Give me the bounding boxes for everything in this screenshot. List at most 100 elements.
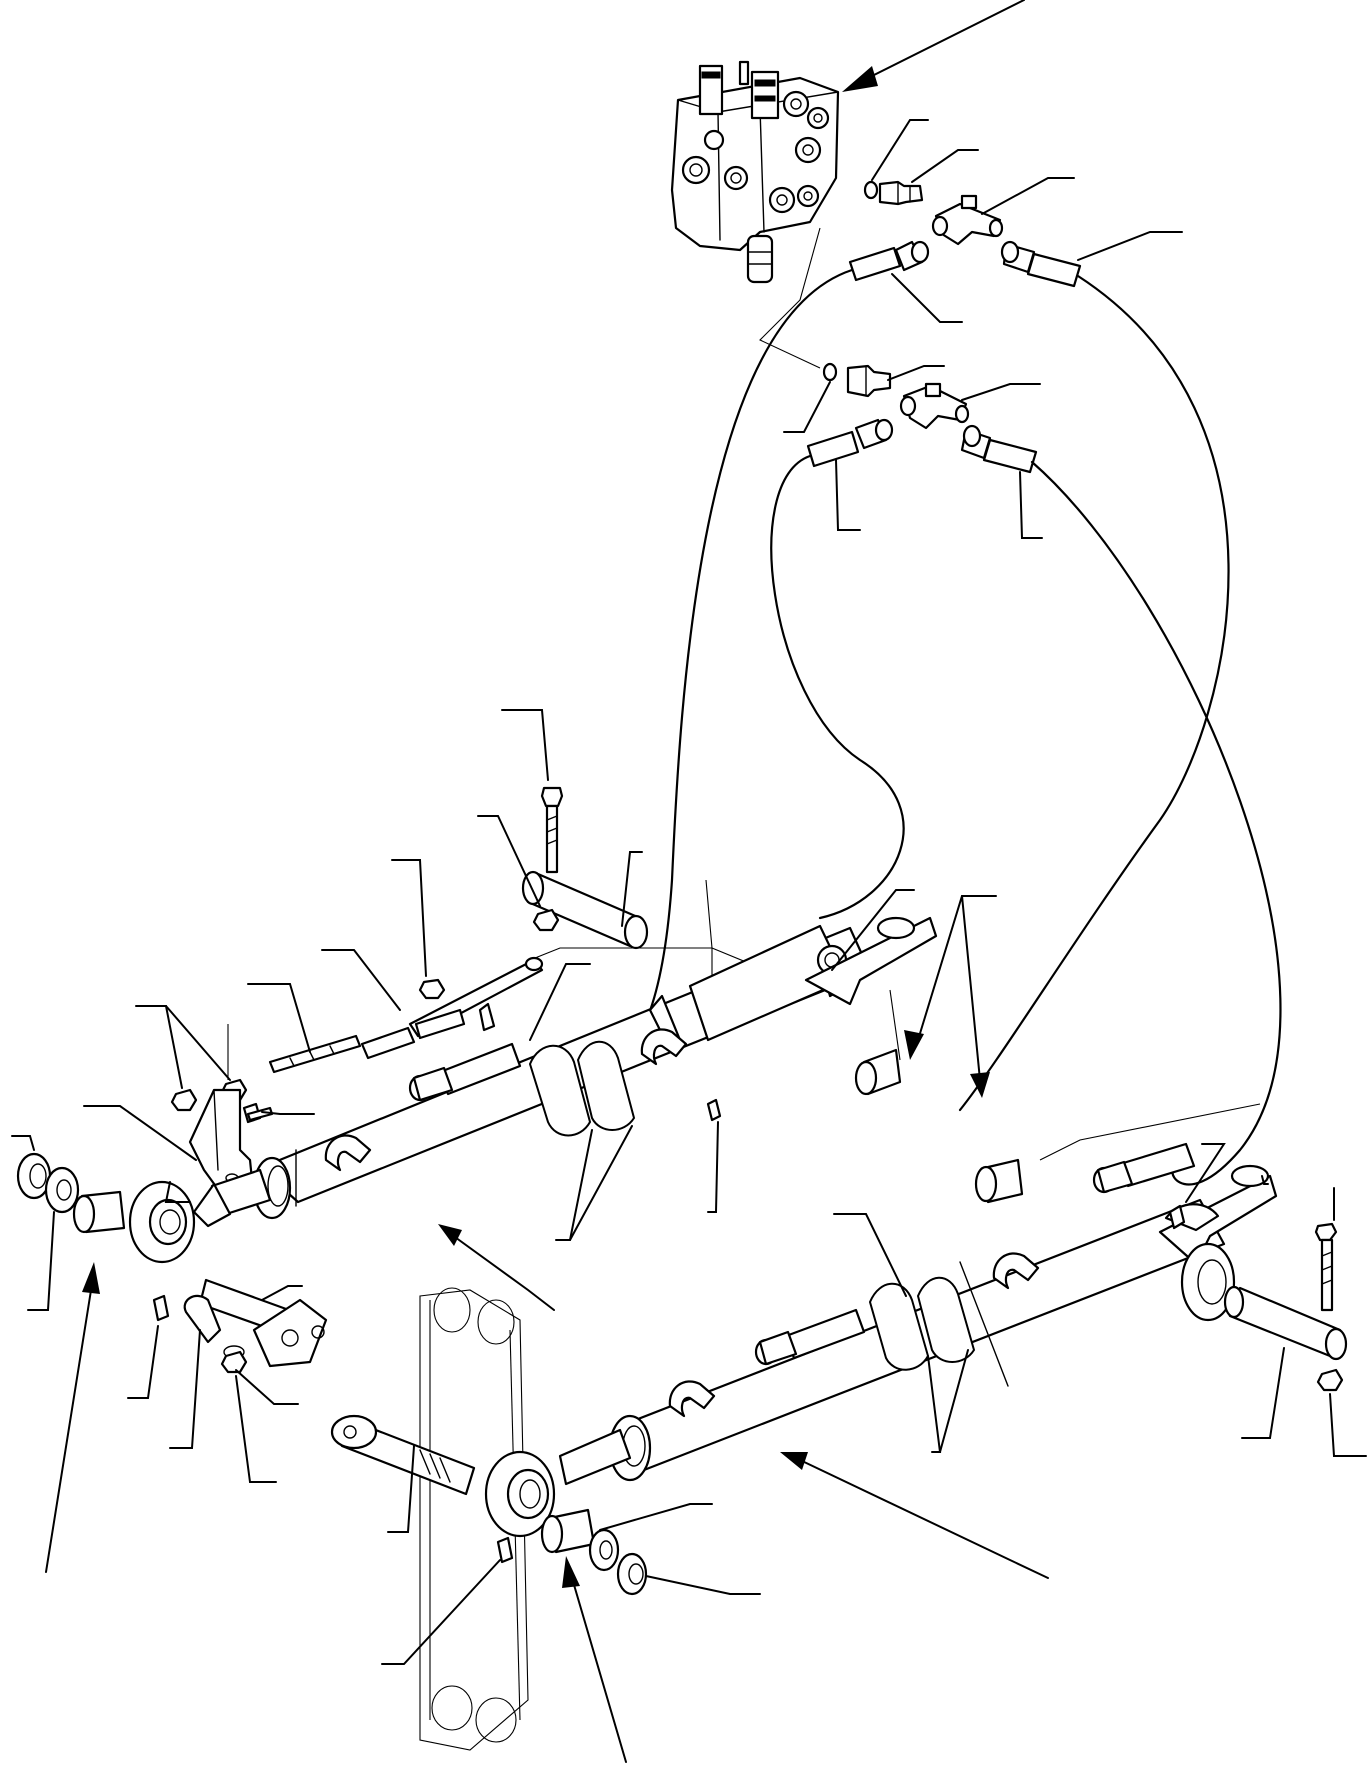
hydraulic-hose-icon [408,1042,522,1102]
callout-leader [833,1213,907,1297]
hydraulic-hose-icon [1000,240,1082,288]
adapter-fitting-icon [846,364,892,398]
hydraulic-hose-icon [754,1308,866,1366]
callout-leader [799,1459,1049,1579]
control-valve-icon [670,60,840,284]
callout-leader [387,1445,415,1533]
o-ring-icon [863,180,879,200]
adapter-fitting-icon [878,180,924,206]
callout-leader [569,1125,633,1241]
bolt-icon [540,786,564,874]
callout-leader [45,1283,93,1573]
callout-leader [939,1349,969,1453]
rod-end-eye-icon [1180,1242,1236,1322]
callout-leader [571,1577,627,1763]
callout-leader [1019,471,1043,539]
pivot-pin-icon [198,1278,328,1368]
callout-leader [911,149,979,183]
clamp-icon [868,1276,976,1371]
hydraulic-hose-icon [806,418,894,468]
bolt-icon [242,1102,274,1124]
nut-icon [532,908,560,932]
nut-icon [418,978,446,1000]
bushing-icon [854,1048,902,1096]
callout-leader [27,1211,55,1311]
callout-leader [165,1005,231,1081]
callout-leader [164,1181,191,1203]
callout-leader [871,119,929,181]
callout-leader [835,459,861,531]
callout-leader [1241,1347,1285,1439]
callout-leader [127,1325,159,1399]
nut-icon [170,1088,198,1112]
callout-leader [555,1129,593,1241]
callout-leader [831,889,915,971]
pivot-mount-plate [804,916,938,1006]
elbow-fitting-icon [668,1252,1040,1418]
callout-leader [1185,1143,1226,1203]
bushing-icon [72,1190,126,1234]
callout-leader [135,1005,183,1089]
callout-leader [169,1329,201,1449]
callout-leader [1261,1175,1269,1185]
callout-leader [261,1111,315,1115]
callout-leader [235,1369,299,1405]
rod-end-eye-icon [128,1180,196,1264]
callout-leader [961,383,1041,401]
callout-leader [981,177,1075,215]
callout-leaders [11,0,1367,1763]
rod-end-eye-icon [484,1450,556,1538]
pivot-pin-icon [330,1414,476,1496]
callout-leader [891,273,963,323]
nut-icon [616,1552,648,1596]
bracket-icon [188,1088,254,1194]
washer-icon [588,1528,620,1572]
pivot-pin-icon [1223,1285,1348,1361]
grease-fitting-icon [1168,1204,1186,1230]
callout-leader [501,709,549,781]
washer-icon [44,1166,80,1214]
bolt-icon [268,1034,362,1074]
callout-leader [447,1231,555,1311]
nut-icon [1316,1368,1344,1392]
bolt-icon [1314,1222,1338,1312]
callout-leader [927,1355,942,1453]
callout-leader [783,381,831,433]
callout-leader [707,1121,719,1213]
callout-leader [321,949,401,1011]
tee-fitting-icon [899,382,970,430]
callout-leader [599,1503,713,1531]
grease-fitting-icon [706,1098,722,1122]
hydraulic-hose-icon [848,240,930,282]
callout-leader [391,859,427,977]
callout-leader [1329,1393,1367,1457]
o-ring-icon [822,362,838,382]
callout-leader [83,1105,197,1161]
callout-leader [11,1135,35,1151]
callout-leader [477,815,541,907]
callout-leader [645,1575,761,1595]
elbow-fitting-icon [324,1028,688,1172]
callout-leader [381,1559,501,1665]
bushing-icon [974,1158,1024,1204]
grease-fitting-icon [496,1536,514,1564]
callout-leader [529,963,591,1041]
callout-leader [887,365,945,381]
callout-leader [961,895,981,1081]
callout-leader [1077,231,1183,261]
callout-leader [261,1285,303,1301]
clamp-icon [528,1040,636,1137]
tee-fitting-icon [931,194,1004,246]
callout-leader [235,1375,277,1483]
hydraulic-hose-icon [960,424,1038,474]
hydraulic-hose-icon [1092,1142,1196,1194]
link-arm-icon [419,1287,529,1751]
pivot-pin-icon [521,870,649,950]
callout-leader [621,851,643,927]
callout-leader [859,0,1025,83]
bushing-icon [540,1508,596,1554]
grease-fitting-icon [152,1294,170,1322]
nut-icon [220,1350,248,1374]
